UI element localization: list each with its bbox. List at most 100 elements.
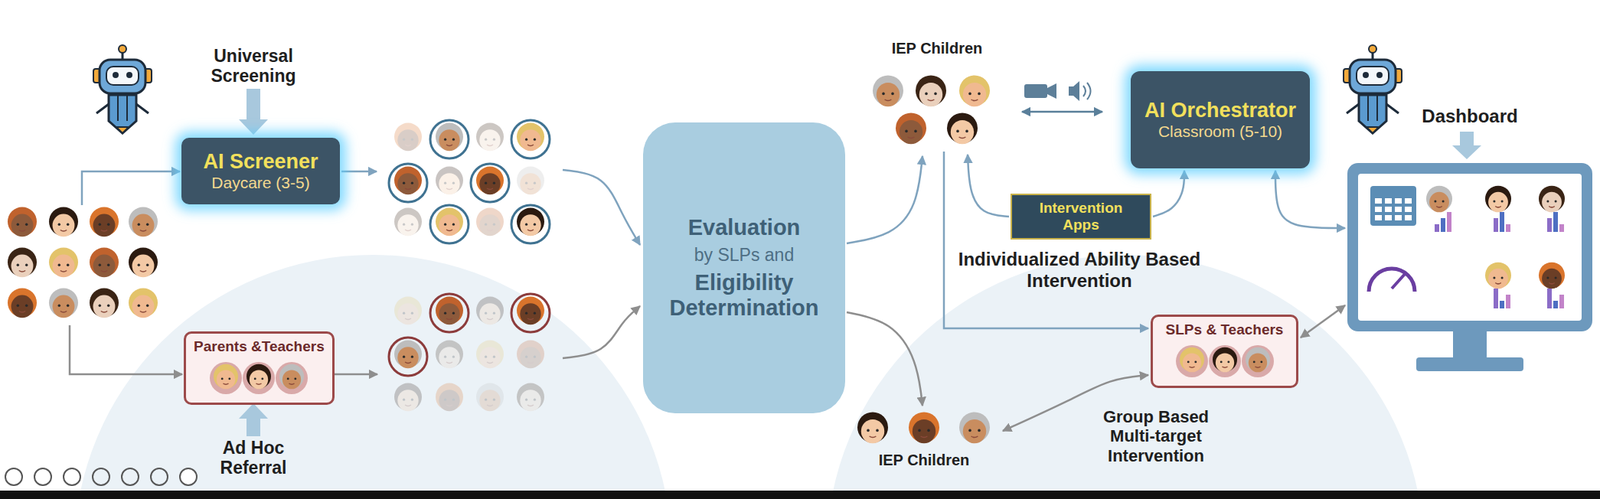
illustration-shape [1394,198,1402,204]
illustration-shape [96,104,149,114]
illustration-shape [63,468,81,486]
illustration-shape [221,377,224,380]
region-ground [826,254,1424,499]
annotation-label: IEP Children [860,39,1014,58]
illustration-shape [527,404,534,406]
illustration-shape [866,429,870,433]
illustration-shape [484,355,487,359]
illustration-shape [446,362,453,363]
illustration-shape [1546,200,1549,203]
illustration-shape [107,304,110,307]
illustration-shape [1442,200,1445,203]
illustration-shape [242,362,275,395]
illustration-shape [1366,127,1379,134]
child-face [48,206,79,237]
illustration-shape [89,206,119,236]
child-face [959,75,990,107]
illustration-shape [1492,200,1496,203]
illustration-shape [476,297,504,325]
monitor-illustration [1347,163,1593,375]
illustration-shape [98,223,102,226]
illustration-shape [404,318,412,320]
child-face [516,340,545,369]
process-box: SLPs & Teachers [1150,314,1299,389]
illustration-shape [438,389,460,412]
annotation-label: Group Based Multi-target Intervention [1090,407,1222,466]
illustration-shape [511,205,550,244]
illustration-shape [486,362,494,363]
illustration-shape [486,404,494,406]
illustration-shape [1493,218,1499,232]
illustration-shape [98,304,102,307]
illustration-shape [48,287,79,317]
illustration-shape [107,223,110,226]
illustration-shape [920,436,928,438]
illustration-shape [971,436,979,438]
illustration-shape [493,312,496,315]
illustration-shape [402,223,405,226]
illustration-shape [1485,186,1512,213]
illustration-shape [872,75,904,106]
illustration-shape [132,214,155,238]
region-ground [74,254,672,499]
illustration-shape [484,138,487,141]
illustration-shape [388,337,428,376]
illustration-shape [16,304,20,307]
box-subtitle: Classroom (5-10) [1158,122,1283,141]
illustration-shape [908,411,940,443]
illustration-shape [388,163,428,203]
child-face [872,75,904,107]
illustration-shape [1433,200,1437,203]
child-face [48,287,79,318]
flow-arrow [81,171,180,206]
child-face [388,337,428,376]
illustration-shape [112,71,119,79]
box-title: AI Orchestrator [1144,98,1297,123]
child-face [48,247,79,278]
illustration-shape [438,346,460,369]
illustration-shape [66,264,69,267]
child-face [435,383,464,412]
illustration-shape [1453,331,1487,358]
child-face [7,287,37,318]
flow-arrow [562,169,640,245]
illustration-shape [1358,94,1387,134]
illustration-shape [963,419,987,444]
child-face [1485,262,1512,290]
illustration-shape [140,230,147,232]
illustration-shape [275,362,308,395]
illustration-shape [1493,288,1499,309]
illustration-shape [1346,104,1399,114]
child-face [430,205,469,244]
illustration-shape [884,99,892,102]
child-face [128,206,158,237]
illustration-shape [1446,212,1452,232]
illustration-shape [146,304,149,307]
child-face [394,297,422,326]
child-face [1538,262,1565,290]
illustration-shape [128,206,158,236]
illustration-shape [1538,262,1565,289]
child-face [511,293,550,333]
child-face [394,208,422,237]
flow-arrow [562,306,640,359]
illustration-shape [1548,206,1555,208]
illustration-shape [493,355,496,359]
illustration-shape [150,468,168,486]
flow-arrow [333,373,378,376]
illustration-shape [128,287,158,317]
illustration-shape [486,229,494,231]
process-box: AI OrchestratorClassroom (5-10) [1130,71,1310,169]
illustration-shape [402,138,405,141]
illustration-shape [861,419,885,444]
illustration-shape [117,94,128,121]
illustration-shape [411,398,414,402]
illustration-shape [397,129,418,151]
illustration-shape [1227,360,1230,363]
box-subtitle: Daycare (3-5) [211,173,310,193]
illustration-shape [1501,277,1504,280]
illustration-shape [1394,215,1402,221]
illustration-shape [950,120,974,144]
illustration-shape [452,182,455,185]
illustration-shape [52,295,76,319]
